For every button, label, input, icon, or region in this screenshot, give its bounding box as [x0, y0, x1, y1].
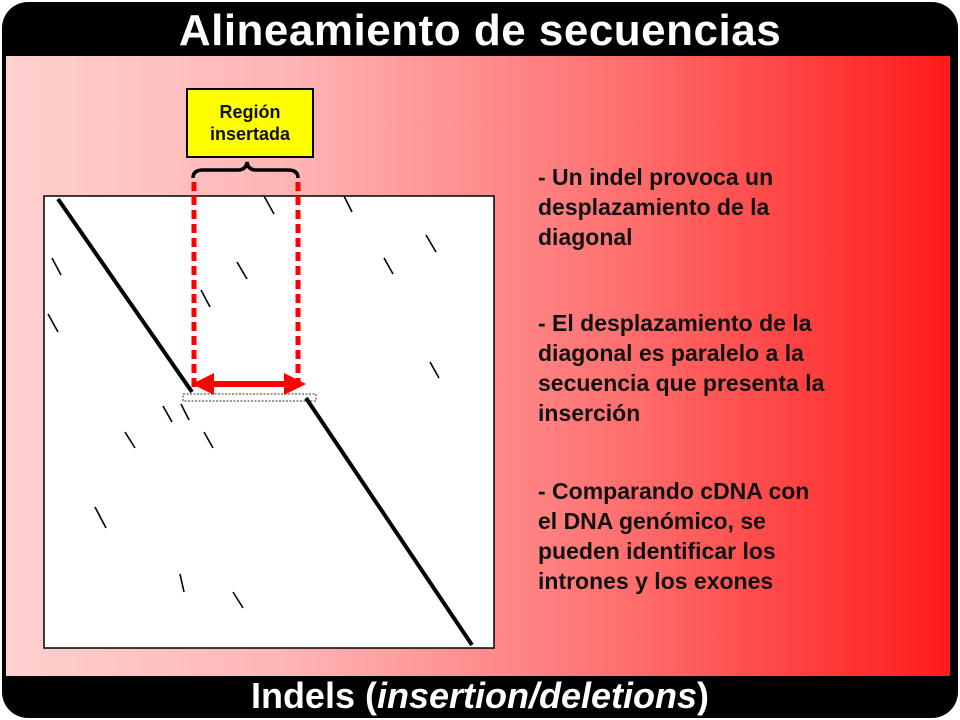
bullet-shift-parallel: - El desplazamiento de la diagonal es pa…: [538, 310, 825, 426]
shift-arrow-head-left: [192, 373, 214, 395]
slide-footer: Indels (insertion/deletions): [2, 674, 958, 718]
spurious-match: [180, 403, 190, 421]
footer-italic: insertion/deletions: [376, 675, 698, 716]
spurious-match: [47, 313, 59, 333]
spurious-match: [200, 289, 211, 308]
footer-prefix: Indels (: [250, 675, 377, 716]
footer-suffix: ): [697, 675, 710, 716]
bullet-cdna-genomic: - Comparando cDNA con el DNA genómico, s…: [538, 478, 810, 594]
spurious-match: [124, 431, 136, 449]
main-diagonal-segment-2: [304, 396, 474, 647]
spurious-match: [383, 257, 394, 275]
spurious-match: [162, 405, 173, 423]
spurious-match: [425, 234, 437, 253]
spurious-match: [263, 195, 275, 215]
inserted-region-text: Región insertada: [209, 102, 291, 144]
spurious-match: [343, 195, 353, 213]
shift-arrow-head-right: [284, 373, 306, 395]
spurious-matches: [47, 195, 440, 609]
bullet-indel-shift: - Un indel provoca un desplazamiento de …: [538, 164, 774, 250]
spurious-match: [94, 506, 107, 529]
dot-plot-box: [43, 195, 495, 649]
spurious-match: [203, 431, 214, 449]
curly-brace: [191, 161, 300, 179]
spurious-match: [232, 591, 244, 609]
spurious-match: [429, 361, 440, 379]
inserted-region-label: Región insertada: [186, 88, 314, 158]
main-diagonal-segment-1: [56, 197, 194, 394]
spurious-match: [179, 573, 185, 593]
spurious-match: [51, 257, 62, 276]
slide-title: Alineamiento de secuencias: [178, 6, 782, 55]
spurious-match: [236, 261, 248, 280]
inserted-region-box: [182, 393, 317, 402]
